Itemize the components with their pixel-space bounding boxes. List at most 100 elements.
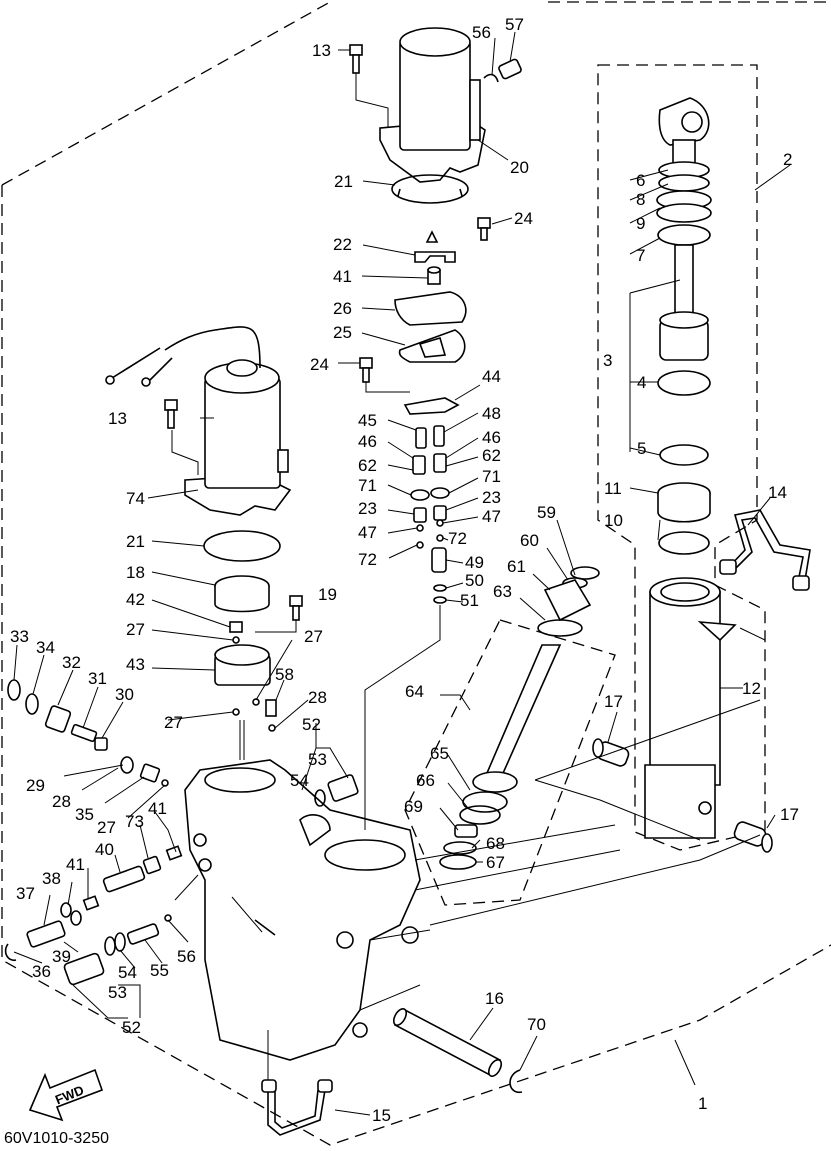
- diagram-code: 60V1010-3250: [4, 1130, 109, 1147]
- callout-54-right: 54: [290, 771, 309, 790]
- valve-stack-drawing: [410, 425, 450, 604]
- callout-labels: 1 2 3 4 5 6 8 9 7 11 10 12 13 13 14 15 1…: [10, 15, 799, 1125]
- callout-21-lower: 21: [126, 532, 145, 551]
- callout-40: 40: [95, 840, 114, 859]
- callout-34: 34: [36, 638, 55, 657]
- bracket-22-drawing: [394, 217, 491, 363]
- callout-23-right: 23: [482, 488, 501, 507]
- callout-47-left: 47: [358, 523, 377, 542]
- callout-41-left: 41: [66, 855, 85, 874]
- callout-17-left: 17: [604, 692, 623, 711]
- callout-52-left: 52: [122, 1018, 141, 1037]
- callout-11: 11: [604, 479, 622, 498]
- callout-44: 44: [482, 367, 501, 386]
- callout-58: 58: [275, 665, 294, 684]
- callout-56-top: 56: [472, 23, 491, 42]
- callout-54-left: 54: [118, 963, 137, 982]
- callout-8: 8: [636, 190, 645, 209]
- callout-72-right: 72: [448, 529, 467, 548]
- pin-17-drawing: [592, 738, 773, 853]
- callout-46-right: 46: [482, 428, 501, 447]
- callout-13-lower: 13: [108, 409, 127, 428]
- pump-housing-drawing: [184, 759, 421, 1061]
- callout-41-right: 41: [148, 799, 167, 818]
- callout-62-left: 62: [358, 456, 377, 475]
- callout-69: 69: [404, 797, 423, 816]
- callout-20: 20: [510, 158, 529, 177]
- pipe-14-drawing: [719, 509, 811, 591]
- callout-64: 64: [405, 682, 424, 701]
- callout-66: 66: [416, 771, 435, 790]
- callout-37: 37: [16, 884, 35, 903]
- oring-21-lower-drawing: [203, 530, 281, 562]
- callout-30: 30: [115, 685, 134, 704]
- callout-12: 12: [742, 679, 761, 698]
- callout-52-right: 52: [302, 715, 321, 734]
- callout-5: 5: [637, 439, 646, 458]
- callout-26: 26: [333, 299, 352, 318]
- callout-63: 63: [493, 582, 512, 601]
- callout-28-left: 28: [52, 792, 71, 811]
- callout-39: 39: [52, 947, 71, 966]
- callout-24-top: 24: [514, 209, 533, 228]
- callout-56-left: 56: [177, 947, 196, 966]
- motor-74-drawing: [105, 326, 292, 516]
- reservoir-18-drawing: [214, 575, 303, 732]
- callout-14: 14: [768, 483, 787, 502]
- callout-3: 3: [603, 351, 612, 370]
- callout-29: 29: [26, 776, 45, 795]
- callout-46-left: 46: [358, 432, 377, 451]
- callout-2: 2: [783, 150, 792, 169]
- callout-60: 60: [520, 531, 539, 550]
- callout-70: 70: [527, 1015, 546, 1034]
- callout-73: 73: [125, 812, 144, 831]
- callout-68: 68: [486, 834, 505, 853]
- callout-23-left: 23: [358, 499, 377, 518]
- callout-10: 10: [604, 511, 623, 530]
- callout-1: 1: [698, 1094, 707, 1113]
- callout-55: 55: [150, 961, 169, 980]
- plate-44-drawing: [359, 357, 460, 415]
- callout-27-a: 27: [126, 620, 145, 639]
- callout-13-top: 13: [312, 41, 331, 60]
- callout-27-d: 27: [97, 818, 116, 837]
- callout-47-right: 47: [482, 507, 501, 526]
- callout-24-mid: 24: [310, 355, 329, 374]
- callout-51: 51: [460, 591, 479, 610]
- left-valves-drawing: [4, 679, 183, 986]
- callout-42: 42: [126, 590, 145, 609]
- callout-9: 9: [636, 214, 645, 233]
- pipe-15-drawing: [261, 1079, 333, 1136]
- callout-49: 49: [465, 553, 484, 572]
- callout-6: 6: [636, 171, 645, 190]
- callout-71-left: 71: [358, 476, 377, 495]
- callout-53-right: 53: [308, 750, 327, 769]
- callout-21-top: 21: [334, 172, 353, 191]
- callout-36: 36: [32, 962, 51, 981]
- bolt-13-top-drawing: [349, 44, 389, 128]
- callout-67: 67: [486, 853, 505, 872]
- callout-72-left: 72: [358, 550, 377, 569]
- callout-4: 4: [637, 373, 646, 392]
- callout-45: 45: [358, 411, 377, 430]
- callout-19: 19: [318, 585, 337, 604]
- callout-65: 65: [430, 744, 449, 763]
- callout-50: 50: [465, 571, 484, 590]
- right-valves-drawing: [314, 774, 359, 807]
- callout-18: 18: [126, 563, 145, 582]
- callout-71-right: 71: [482, 467, 501, 486]
- leader-lines: [13, 31, 791, 1116]
- manual-valve-drawing: [404, 566, 616, 906]
- tilt-cylinder-drawing: [644, 97, 737, 839]
- callout-31: 31: [88, 669, 107, 688]
- tilt-cylinder-boundary: [597, 64, 766, 851]
- callout-28-right: 28: [308, 688, 327, 707]
- callout-53-left: 53: [108, 983, 127, 1002]
- callout-43: 43: [126, 655, 145, 674]
- callout-27-c: 27: [164, 713, 183, 732]
- shaft-16-drawing: [392, 1008, 523, 1093]
- callout-33: 33: [10, 627, 29, 646]
- fwd-arrow-icon: FWD: [28, 1068, 104, 1122]
